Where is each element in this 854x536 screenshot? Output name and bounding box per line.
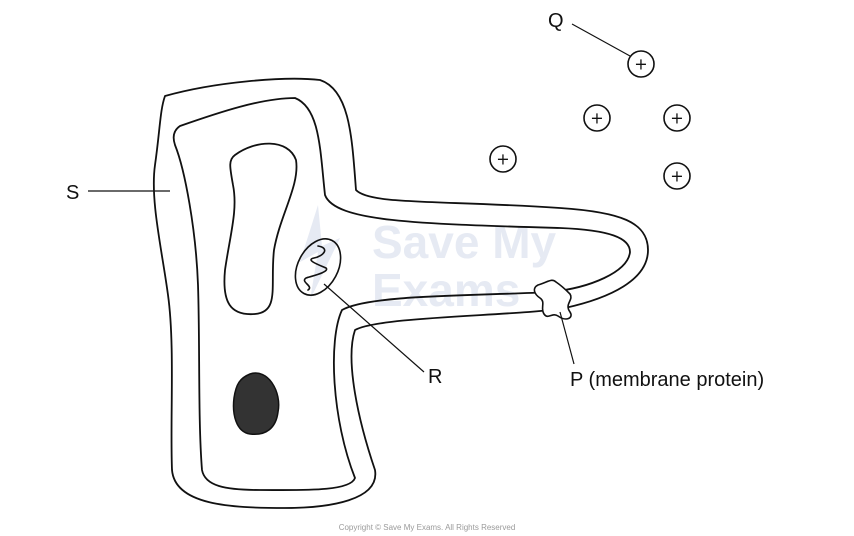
mitochondrion <box>294 238 342 296</box>
ion-circle <box>627 50 655 78</box>
watermark: Save My Exams <box>300 205 557 316</box>
leader-line-p <box>559 311 575 365</box>
cell-membrane-inner <box>172 97 631 491</box>
watermark-line-1: Save My <box>372 216 557 268</box>
copyright-text: Copyright © Save My Exams. All Rights Re… <box>339 523 516 532</box>
plus-icon: + <box>670 167 683 186</box>
ion-circle <box>663 104 691 132</box>
ion: + <box>489 145 517 173</box>
mitochondrion-outer <box>294 238 342 296</box>
leader-line-q <box>571 23 631 57</box>
label-q: Q <box>548 10 564 32</box>
ion-q: + <box>627 50 655 78</box>
vacuole <box>223 142 298 315</box>
ion: + <box>663 104 691 132</box>
leader-lines <box>88 23 631 373</box>
ion-circle <box>663 162 691 190</box>
nucleus <box>232 372 280 436</box>
ion-circle <box>489 145 517 173</box>
ion: + <box>583 104 611 132</box>
label-p: P (membrane protein) <box>570 369 764 391</box>
mitochondrion-cristae <box>303 245 328 291</box>
plus-icon: + <box>634 55 647 74</box>
cell-membrane-outer <box>152 77 649 509</box>
label-s: S <box>66 182 79 204</box>
membrane-protein <box>533 279 572 320</box>
leader-line-r <box>323 283 425 373</box>
watermark-line-2: Exams <box>372 264 520 316</box>
plus-icon: + <box>496 150 509 169</box>
ion: + <box>663 162 691 190</box>
ion-circle <box>583 104 611 132</box>
plus-icon: + <box>590 109 603 128</box>
watermark-logo-icon <box>300 205 340 300</box>
plus-icon: + <box>670 109 683 128</box>
label-r: R <box>428 366 442 388</box>
ions: + + + + + <box>489 50 691 190</box>
